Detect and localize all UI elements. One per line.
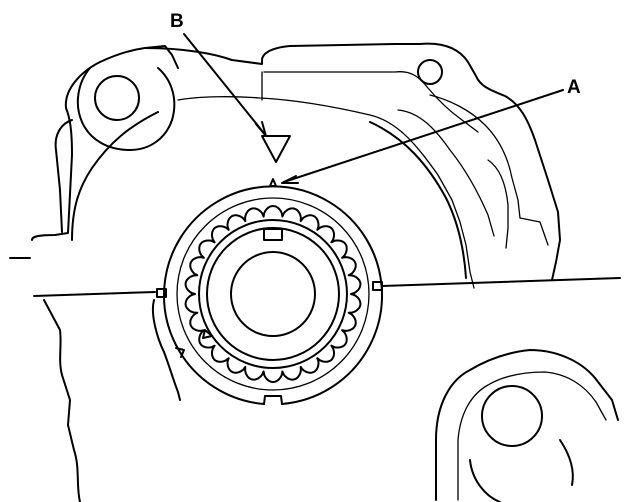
left-slot	[156, 288, 167, 298]
gear-wedge	[202, 329, 213, 339]
hub-ring-outer	[198, 219, 348, 369]
leader-line-a	[283, 89, 564, 183]
sprocket-gear-teeth	[184, 205, 362, 383]
bottom-notch	[263, 395, 283, 405]
parting-lines	[33, 277, 621, 297]
ring-tick-mark	[175, 347, 185, 358]
cover-timing-mark-triangle	[261, 135, 291, 163]
middle-ring	[176, 197, 370, 391]
sprocket-timing-mark-triangle	[269, 178, 277, 187]
keyway-slot	[263, 228, 283, 241]
timing-marks	[261, 135, 291, 187]
callout-label-b: B	[170, 11, 184, 32]
callout-label-a: A	[567, 77, 581, 98]
right-slot	[372, 281, 383, 291]
crankshaft-bore	[230, 251, 316, 337]
sprocket-assembly	[156, 185, 383, 405]
engine-block-outline	[9, 42, 619, 502]
cover-arc	[71, 111, 467, 279]
leader-lines	[183, 33, 564, 184]
leader-line-b	[183, 33, 264, 133]
hub-ring-inner	[206, 227, 340, 361]
